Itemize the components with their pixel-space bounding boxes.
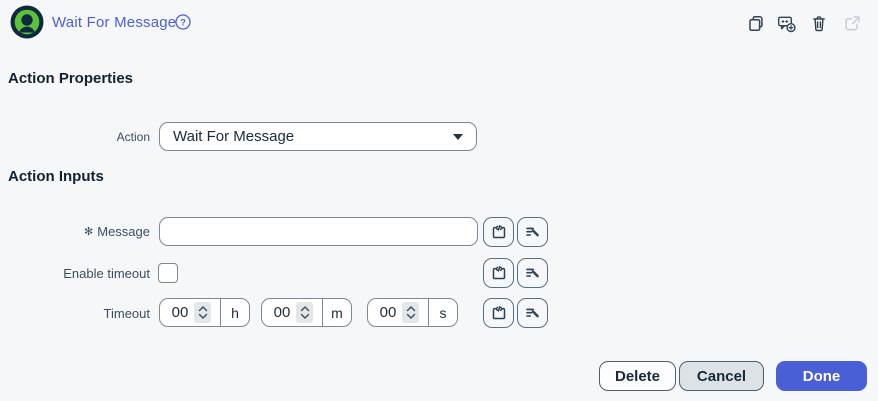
timeout-hours-stepper: h (159, 298, 250, 327)
done-button[interactable]: Done (776, 361, 867, 391)
add-reusable-action-button[interactable] (774, 11, 798, 35)
action-field-label: Action (116, 130, 150, 144)
up-down-chevrons-icon[interactable] (194, 302, 211, 323)
message-field-label: ✻Message (84, 224, 150, 239)
trash-icon (809, 13, 829, 33)
action-type-value: Wait For Message (173, 128, 295, 145)
timeout-minutes-stepper: m (261, 298, 352, 327)
agent-avatar-icon (10, 5, 44, 39)
add-comment-icon (776, 13, 797, 34)
required-asterisk: ✻ (84, 226, 94, 238)
enable-timeout-expression-builder-button[interactable] (517, 258, 548, 288)
expression-mode-icon (489, 303, 509, 323)
timeout-seconds-input[interactable] (368, 304, 402, 321)
expression-builder-icon (523, 263, 543, 283)
copy-action-button[interactable] (744, 11, 768, 35)
expression-builder-icon (523, 222, 543, 242)
message-expression-mode-button[interactable] (483, 217, 514, 247)
delete-button[interactable]: Delete (599, 361, 676, 391)
help-icon[interactable]: ? (175, 14, 191, 30)
minutes-unit-label: m (322, 299, 351, 326)
section-heading-action-inputs: Action Inputs (8, 168, 104, 185)
timeout-seconds-stepper: s (367, 298, 458, 327)
up-down-chevrons-icon[interactable] (402, 302, 419, 323)
timeout-hours-input[interactable] (160, 304, 194, 321)
cancel-button[interactable]: Cancel (679, 361, 764, 391)
expression-mode-icon (489, 222, 509, 242)
enable-timeout-checkbox[interactable] (158, 263, 178, 283)
external-link-icon (842, 13, 863, 34)
expression-builder-icon (523, 303, 543, 323)
message-expression-builder-button[interactable] (517, 217, 548, 247)
hours-unit-label: h (220, 299, 249, 326)
open-in-new-window-button (840, 11, 864, 35)
enable-timeout-label: Enable timeout (63, 266, 150, 281)
up-down-chevrons-icon[interactable] (296, 302, 313, 323)
caret-down-icon (453, 133, 463, 140)
copy-icon (746, 13, 766, 33)
enable-timeout-expression-mode-button[interactable] (483, 258, 514, 288)
svg-text:?: ? (180, 17, 186, 28)
action-type-dropdown[interactable]: Wait For Message (159, 122, 477, 151)
page-title: Wait For Message (52, 14, 177, 31)
expression-mode-icon (489, 263, 509, 283)
timeout-minutes-input[interactable] (262, 304, 296, 321)
timeout-expression-builder-button[interactable] (517, 298, 548, 328)
section-heading-action-properties: Action Properties (8, 70, 134, 87)
message-input[interactable] (159, 217, 478, 246)
delete-action-button[interactable] (807, 11, 831, 35)
timeout-expression-mode-button[interactable] (483, 298, 514, 328)
timeout-label: Timeout (103, 306, 150, 321)
seconds-unit-label: s (428, 299, 457, 326)
